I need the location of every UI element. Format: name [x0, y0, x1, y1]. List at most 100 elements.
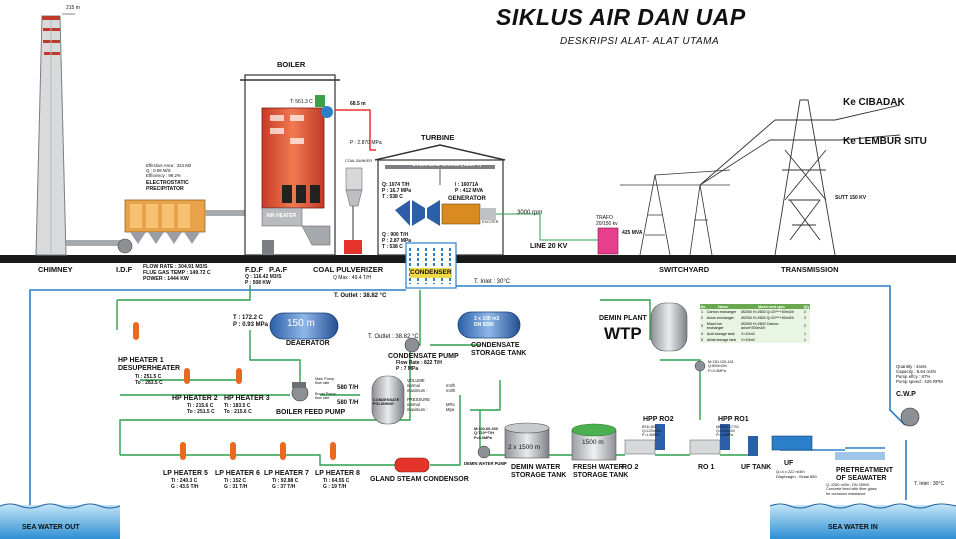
condenser-inlet: T. Inlet : 30°C [474, 279, 511, 285]
precipitator-label: ELECTROSTATIC PRECIPITATOR [146, 180, 189, 192]
bfp-flow-1: 580 T/H [337, 385, 359, 391]
lp-heater-5-ti: Ti : 240.3 C [171, 478, 198, 484]
hp-heater-1-ti: Ti : 251.5 C [135, 374, 162, 380]
pretreatment-label: PRETREATMENT OF SEAWATER [836, 467, 894, 483]
air-heater-tag: AIR HEATER [266, 213, 297, 219]
condensate-storage-tank [457, 311, 521, 339]
lp-heater-5-g: G : 43.5 T/H [171, 484, 199, 490]
boiler-label: BOILER [277, 60, 306, 69]
fdf-specs: Q : 116.42 M3/S P : 508 KW [245, 274, 282, 286]
idf-label: I.D.F [116, 265, 133, 274]
step-up-transformer [597, 227, 619, 255]
hpp-ro2-label: HPP RO2 [643, 416, 674, 423]
transformer-label: TRAFO 20/150 kv [596, 215, 618, 227]
flue-gas-specs: FLOW RATE : 304.91 M3/S FLUE GAS TEMP : … [143, 264, 211, 282]
chimney-height-tag: 215 m [66, 5, 80, 11]
chimney-label: CHIMNEY [38, 265, 73, 274]
table-cell: Ø2000 H=2800 Carbon-anion*200m3/h [741, 322, 780, 330]
table-cell: Mixed ion exchanger [706, 322, 724, 330]
demin-pump-specs: M:130-60-330 Q:T10**T/H P=0.6MPa [474, 427, 498, 440]
uf-specs: Q=4 x 222 m3/h Diaphragm : Sintal 880 [776, 469, 817, 479]
lp-heater-6-g: G : 31 T/H [224, 484, 248, 490]
hp-heater-1-label: HP HEATER 1 DESUPERHEATER [118, 357, 181, 373]
boiler-level-tag: 68.5 m [350, 101, 366, 107]
hp-heater-marks [133, 322, 242, 384]
hp-heater-3-ti: Ti : 183.5 C [224, 403, 251, 409]
condenser-outlet-mid: T. Outlet : 38.82 °C [368, 334, 419, 340]
uf-unit [748, 435, 813, 456]
boiler-feed-pump [291, 382, 309, 402]
table-cell: 1 [701, 310, 703, 314]
lp-heater-8-ti: Ti : 64.55 C [323, 478, 350, 484]
chimney [35, 15, 67, 256]
lp-heater-marks [180, 442, 336, 460]
electrostatic-precipitator [124, 199, 245, 244]
table-cell: 2 [803, 310, 806, 314]
table-cell: 1 [803, 338, 806, 342]
lp-heater-7-label: LP HEATER 7 [264, 470, 309, 477]
hp-heater-2-label: HP HEATER 2 [172, 395, 218, 402]
boiler-temp: T: 561.3 C [290, 99, 313, 105]
ro-units [624, 424, 730, 455]
transmission-label: TRANSMISSION [781, 265, 839, 274]
condenser-outlet-left: T. Outlet : 38.82 °C [334, 293, 387, 299]
table-cell: Anion exchanger [706, 316, 734, 320]
uf-label: UF [784, 460, 794, 467]
coal-pulverizer [344, 167, 363, 254]
table-cell: Acid storage tank [706, 332, 735, 336]
condensate-pump-label: CONDENSATE PUMP [388, 353, 459, 360]
induced-draft-fan [66, 238, 133, 254]
wtp-table-header: Name [718, 304, 728, 309]
fresh-tank-capacity: 1500 m [582, 439, 604, 446]
precipitator-specs: Effective Area : 324 M2 Q : 0.09 M/S Eff… [146, 163, 192, 179]
demin-tank-capacity: 2 x 1500 m [508, 444, 541, 451]
page-subtitle: DESKRIPSI ALAT- ALAT UTAMA [560, 36, 720, 47]
sutt-voltage: SUTT 150 KV [835, 195, 867, 201]
feedwater-circuit [116, 285, 750, 466]
sea-water-in-label: SEA WATER IN [828, 524, 878, 531]
overhead-crane-label: OVERHEAD CRANE (48/20 T) [412, 162, 482, 168]
condenser-label: CONDENSER [410, 269, 452, 276]
reheat-steam-specs: Q : 900 T/H P : 2.87 MPa T : 538 C [382, 232, 412, 250]
deaerator-specs: T : 172.2 C P : 0.93 MPa [233, 315, 268, 328]
hp-heater-2-ti: Ti : 215.6 C [187, 403, 214, 409]
uf-tank-label: UF TANK [741, 464, 772, 471]
table-cell: Ø2000 H=2600 Q=20***+50m3/h [741, 310, 794, 314]
boiler-building [240, 74, 340, 256]
lp-heater-5-label: LP HEATER 5 [163, 470, 208, 477]
exciter-tag: EXCITER [482, 220, 499, 224]
wtp-table-header: Model and spec [758, 304, 786, 309]
cwp-inlet: T. Inlet : 30°C [914, 481, 945, 487]
fresh-tank-label: FRESH WATER STORAGE TANK [573, 464, 629, 480]
coal-bunker-tag: COAL BUNKER [345, 159, 373, 163]
ground-line [0, 255, 956, 263]
lp-heater-8-g: G : 19 T/H [323, 484, 347, 490]
cwp-specs: Quantity : 4sets Capacity : 8.64 m3/s Pu… [896, 364, 943, 385]
switchyard [620, 169, 731, 256]
boiler-pressure: P : 2.870 MPa [350, 140, 382, 146]
table-cell: 5 [701, 338, 703, 342]
lp-heater-7-ti: Ti : 92.88 C [272, 478, 299, 484]
line-20kv-label: LINE 20 KV [530, 243, 568, 250]
cwp-label: C.W.P [896, 391, 916, 398]
condensate-pump [404, 337, 420, 353]
gland-condenser-label: GLAND STEAM CONDENSOR [370, 476, 469, 483]
fresh-water-tank [571, 423, 617, 461]
table-cell: 3 [701, 324, 703, 328]
wtp-pump-specs: M:130-129-181 Q:500m3/h P=0.4MPa [708, 360, 734, 373]
demin-pump-label: DEMIN WATER PUMP [464, 461, 507, 466]
turbine-building [374, 144, 506, 256]
bfp-label: BOILER FEED PUMP [276, 409, 346, 416]
deaerator-volume: 150 m [287, 318, 315, 329]
bfp-flow-2: 580 T/H [337, 400, 359, 406]
polisher-specs: VOLUME normal maximum : PRESSURE normal … [407, 378, 431, 412]
pretreatment-basin [835, 452, 885, 460]
wtp-label: DEMIN PLANT [599, 315, 647, 322]
turbine-label: TURBINE [421, 133, 455, 142]
deaerator-tank [269, 312, 339, 340]
